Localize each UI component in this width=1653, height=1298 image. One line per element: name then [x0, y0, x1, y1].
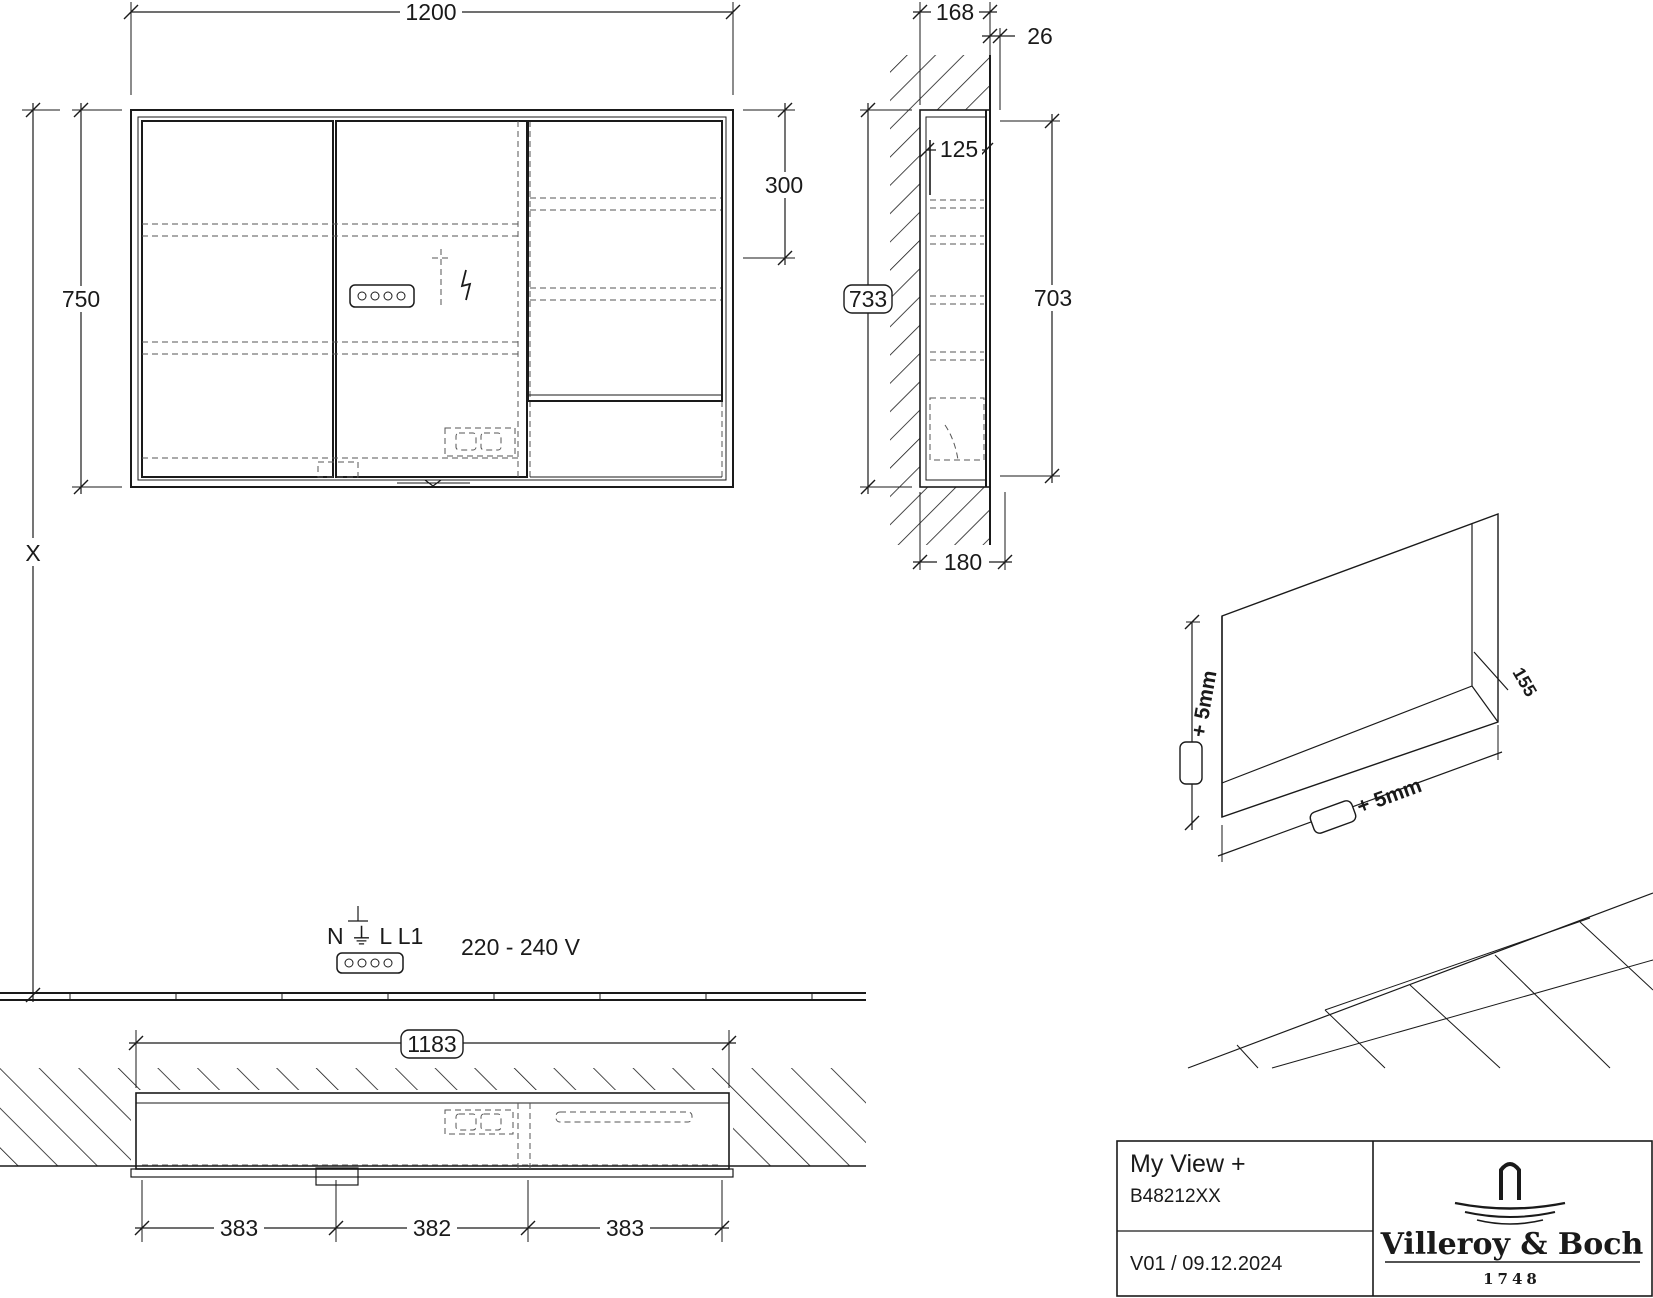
terminal-block-icon [349, 284, 415, 308]
niche-depth-label: 155 [1509, 664, 1541, 700]
faucet-logo-icon [1454, 1162, 1566, 1225]
front-view: 1200 [20, 0, 812, 1003]
dim-side-height: 733 [843, 102, 912, 495]
terminals-label: N ⏚ L L1 [327, 923, 423, 949]
terminal-block-icon-lower [336, 952, 404, 974]
brand-year: 1748 [1483, 1270, 1541, 1288]
title-block: My View + B48212XX V01 / 09.12.2024 Vill… [1116, 1140, 1653, 1297]
sockets-icon [444, 427, 516, 457]
niche-width-tolerance-label: + 5mm [1354, 774, 1425, 819]
side-height-label: 733 [849, 286, 887, 312]
voltage-label: 220 - 240 V [461, 934, 581, 960]
dim-top-width: 1183 [128, 1029, 737, 1088]
dim-shelf-offset: 300 [743, 102, 812, 266]
revision-label: V01 / 09.12.2024 [1130, 1253, 1282, 1275]
inner-depth-label: 125 [940, 136, 978, 162]
bottom-depth-label: 180 [944, 549, 982, 575]
segment-left-label: 383 [220, 1215, 258, 1241]
dim-side-depth: 168 [912, 0, 998, 105]
lightning-icon [460, 269, 472, 301]
segment-right-label: 383 [606, 1215, 644, 1241]
dim-bottom-depth: 180 [912, 492, 1013, 575]
top-width-label: 1183 [407, 1031, 456, 1057]
front-height-label: 750 [62, 286, 100, 312]
mirror-right-panel [527, 120, 723, 402]
cabinet-outer-frame [130, 109, 734, 488]
ground-symbol-icon [348, 906, 368, 922]
dim-mount-height: X [20, 102, 60, 1003]
article-number: B48212XX [1130, 1186, 1221, 1207]
brand-name: Villeroy & Boch [1380, 1227, 1644, 1262]
dim-frame: 26 [982, 23, 1053, 110]
dim-front-width: 1200 [123, 0, 741, 95]
top-view: 1183 383 382 383 [0, 1029, 866, 1242]
side-wall-hatch [890, 55, 920, 545]
side-depth-label: 168 [936, 0, 974, 25]
dim-inner-depth: 125 [919, 136, 994, 162]
dim-front-height: 750 [57, 102, 122, 495]
floor-line [0, 992, 866, 1001]
inner-height-label: 703 [1034, 285, 1072, 311]
frame-label: 26 [1027, 23, 1053, 49]
floor-tiles [1187, 892, 1653, 1069]
product-name: My View + [1130, 1150, 1246, 1178]
top-hidden-lines [142, 1103, 722, 1169]
front-hidden-lines [142, 121, 723, 477]
side-view: 168 26 125 733 [843, 0, 1080, 575]
mount-height-label: X [25, 540, 40, 566]
shelf-offset-label: 300 [765, 172, 803, 198]
door-left [141, 120, 334, 478]
tolerance-icon-horizontal [1309, 800, 1357, 834]
electrical-connection: N ⏚ L L1 220 - 240 V [327, 906, 581, 974]
cabinet-inner-frame [137, 116, 727, 481]
tolerance-icon-vertical [1179, 741, 1203, 785]
niche-view: + 5mm + 5mm 155 [1179, 512, 1541, 862]
side-hidden-lines [929, 199, 985, 461]
front-width-label: 1200 [405, 0, 456, 25]
dim-inner-height: 703 [1000, 113, 1080, 484]
dim-top-segments: 383 382 383 [134, 1180, 730, 1242]
segment-middle-label: 382 [413, 1215, 451, 1241]
